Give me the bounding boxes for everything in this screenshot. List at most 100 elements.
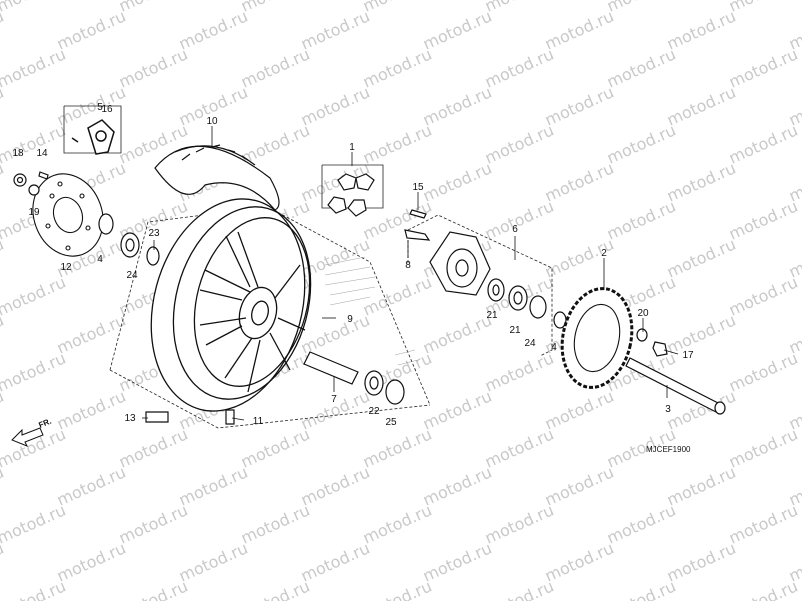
watermark-text: motod.ru	[726, 500, 801, 547]
watermark-text: motod.ru	[726, 44, 801, 91]
watermark-text: motod.ru	[0, 0, 69, 16]
callout-label: 1	[349, 142, 355, 153]
watermark-text: motod.ru	[542, 462, 617, 509]
watermark-text: motod.ru	[360, 44, 435, 91]
callout-label: 19	[28, 207, 40, 218]
diagram-code: MJCEF1900	[646, 445, 691, 454]
watermark-text: motod.ru	[298, 310, 373, 357]
callout-label: 25	[385, 417, 397, 428]
callout-label: 7	[331, 394, 337, 405]
callout-label: 20	[637, 308, 649, 319]
wheel-part	[150, 198, 312, 412]
watermark-text: motod.ru	[664, 82, 739, 129]
watermark-text: motod.ru	[116, 424, 191, 471]
watermark-text: motod.ru	[726, 120, 801, 167]
watermark-text: motod.ru	[238, 0, 313, 16]
brake-disc-part	[32, 173, 104, 257]
watermark-text: motod.ru	[482, 424, 557, 471]
watermark-text: motod.ru	[482, 0, 557, 16]
watermark-text: motod.ru	[176, 6, 251, 53]
callout-label: 15	[412, 182, 424, 193]
watermark-text: motod.ru	[420, 386, 495, 433]
watermark-text: motod.ru	[482, 500, 557, 547]
callout-label: 5	[97, 102, 103, 113]
disc-hardware	[13, 171, 160, 266]
watermark-text: motod.ru	[54, 310, 129, 357]
watermark-text: motod.ru	[116, 576, 191, 601]
watermark-text: motod.ru	[604, 576, 679, 601]
watermark-text: motod.ru	[116, 44, 191, 91]
watermark-text: motod.ru	[482, 348, 557, 395]
watermark-text: motod.ru	[238, 424, 313, 471]
disc-inset-part	[71, 119, 115, 155]
watermark-text: motod.ru	[726, 272, 801, 319]
watermark-text: motod.ru	[116, 500, 191, 547]
watermark-text: motod.ru	[420, 6, 495, 53]
watermark-text: motod.ru	[664, 538, 739, 585]
callout-label: 10	[206, 116, 218, 127]
watermark-text: motod.ru	[0, 44, 69, 91]
watermark-text: motod.ru	[482, 576, 557, 601]
callout-label: 17	[682, 350, 694, 361]
watermark-text: motod.ru	[238, 44, 313, 91]
watermark-text: motod.ru	[54, 6, 129, 53]
callout-label: 22	[368, 406, 380, 417]
watermark-text: motod.ru	[604, 120, 679, 167]
callout-label: 13	[124, 413, 136, 424]
watermark-text: motod.ru	[420, 462, 495, 509]
watermark-text: motod.ru	[664, 6, 739, 53]
watermark-text: motod.ru	[482, 44, 557, 91]
callout-label: 24	[126, 270, 138, 281]
watermark-text: motod.ru	[664, 310, 739, 357]
sprocket-part	[560, 287, 634, 389]
watermark-text: motod.ru	[664, 234, 739, 281]
watermark-text: motod.ru	[360, 0, 435, 16]
watermark-text: motod.ru	[116, 0, 191, 16]
callout-label: 11	[253, 416, 264, 427]
watermark-text: motod.ru	[298, 82, 373, 129]
callout-label: 3	[665, 404, 671, 415]
callout-label: 4	[97, 254, 103, 265]
watermark-text: motod.ru	[542, 158, 617, 205]
watermark-text: motod.ru	[360, 576, 435, 601]
watermark-text: motod.ru	[54, 538, 129, 585]
callout-label: 4	[551, 342, 557, 353]
watermark-text: motod.ru	[482, 196, 557, 243]
watermark-text: motod.ru	[54, 386, 129, 433]
axle-parts	[145, 328, 726, 425]
callout-label: 24	[524, 338, 536, 349]
watermark-text: motod.ru	[604, 44, 679, 91]
direction-label: FR.	[37, 417, 52, 430]
watermark-text: motod.ru	[542, 386, 617, 433]
callout-label: 2	[601, 248, 607, 259]
callout-layer: 1234456789101112131415161718192021212223…	[12, 102, 694, 428]
damper-part	[327, 173, 375, 217]
callout-label: 8	[405, 260, 411, 271]
watermark-text: motod.ru	[542, 82, 617, 129]
callout-label: 21	[486, 310, 498, 321]
watermark-text: motod.ru	[726, 348, 801, 395]
watermark-text: motod.ru	[604, 500, 679, 547]
watermark-text: motod.ru	[238, 500, 313, 547]
watermark-text: motod.ru	[0, 576, 69, 601]
callout-label: 9	[347, 314, 353, 325]
watermark-text: motod.ru	[542, 6, 617, 53]
watermark-text: motod.ru	[360, 424, 435, 471]
watermark-text: motod.ru	[298, 538, 373, 585]
watermark-text: motod.ru	[298, 462, 373, 509]
watermark-text: motod.ru	[0, 272, 69, 319]
watermark-text: motod.ru	[54, 462, 129, 509]
leader-lines	[142, 126, 679, 421]
callout-label: 21	[509, 325, 521, 336]
watermark-text: motod.ru	[238, 576, 313, 601]
hatch-area	[324, 256, 419, 366]
watermark-text: motod.ru	[176, 538, 251, 585]
hub-flange-part	[404, 209, 567, 329]
callout-label: 18	[12, 148, 24, 159]
watermark-text: motod.ru	[604, 0, 679, 16]
watermark-text: motod.ru	[360, 120, 435, 167]
callout-label: 16	[101, 104, 113, 115]
